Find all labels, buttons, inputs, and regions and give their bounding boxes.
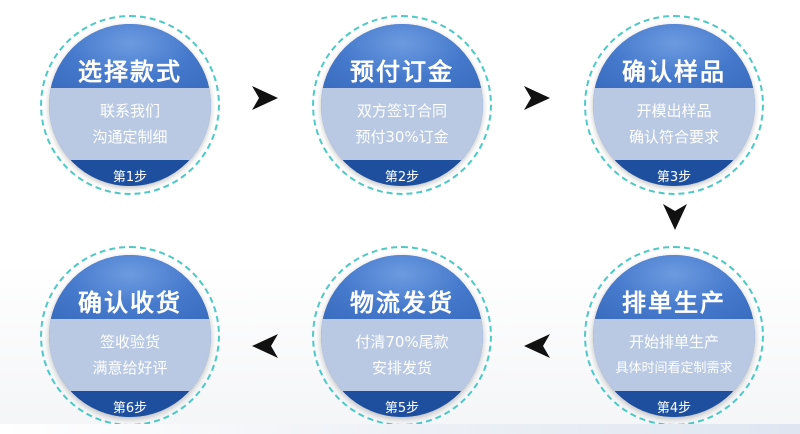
step-6-line-1: 签收验货	[99, 333, 160, 351]
step-1-line-1: 联系我们	[99, 102, 160, 120]
arrow-right-icon	[524, 86, 550, 110]
step-6-title: 确认收货	[78, 289, 182, 317]
arrow-right-icon	[252, 86, 278, 110]
step-3-title: 确认样品	[622, 58, 726, 86]
step-2-label: 第2步	[384, 170, 420, 185]
step-6-label: 第6步	[112, 401, 148, 416]
step-2-title: 预付订金	[350, 58, 454, 86]
step-4-line-1: 开始排单生产	[628, 333, 719, 351]
step-1-disc: 选择款式 联系我们 沟通定制细 第1步	[49, 24, 211, 186]
step-6-disc: 确认收货 签收验货 满意给好评 第6步	[49, 255, 211, 417]
step-4-line-2: 具体时间看定制需求	[615, 361, 733, 376]
step-4: 排单生产 开始排单生产 具体时间看定制需求 第4步	[584, 246, 764, 426]
step-5-line-2: 安排发货	[371, 359, 432, 377]
step-4-disc: 排单生产 开始排单生产 具体时间看定制需求 第4步	[593, 255, 755, 417]
step-2-line-1: 双方签订合同	[356, 102, 447, 120]
step-3-disc: 确认样品 开模出样品 确认符合要求 第3步	[593, 24, 755, 186]
step-4-title: 排单生产	[622, 289, 726, 317]
step-2-disc: 预付订金 双方签订合同 预付30%订金 第2步	[321, 24, 483, 186]
step-6: 确认收货 签收验货 满意给好评 第6步	[40, 246, 220, 426]
step-1-line-2: 沟通定制细	[92, 128, 168, 146]
step-3-line-2: 确认符合要求	[628, 128, 719, 146]
bottom-gradient-strip	[0, 424, 800, 434]
step-5-line-1: 付清70%尾款	[355, 333, 449, 351]
step-5-label: 第5步	[384, 401, 420, 416]
step-5: 物流发货 付清70%尾款 安排发货 第5步	[312, 246, 492, 426]
step-1-title: 选择款式	[78, 58, 182, 86]
step-2: 预付订金 双方签订合同 预付30%订金 第2步	[312, 15, 492, 195]
step-4-label: 第4步	[656, 401, 692, 416]
step-2-dashed-ring	[312, 15, 492, 195]
step-1-label: 第1步	[112, 170, 148, 185]
step-5-disc: 物流发货 付清70%尾款 安排发货 第5步	[321, 255, 483, 417]
step-6-line-2: 满意给好评	[92, 359, 168, 377]
step-1: 选择款式 联系我们 沟通定制细 第1步	[40, 15, 220, 195]
arrow-left-icon	[252, 334, 278, 358]
step-3-line-1: 开模出样品	[636, 102, 712, 120]
arrow-down-icon	[663, 204, 687, 230]
step-3-label: 第3步	[656, 170, 692, 185]
step-3-dashed-ring	[584, 15, 764, 195]
step-2-line-2: 预付30%订金	[355, 128, 449, 146]
arrow-left-icon	[524, 334, 550, 358]
step-1-dashed-ring	[40, 15, 220, 195]
step-3: 确认样品 开模出样品 确认符合要求 第3步	[584, 15, 764, 195]
step-5-title: 物流发货	[350, 289, 454, 317]
